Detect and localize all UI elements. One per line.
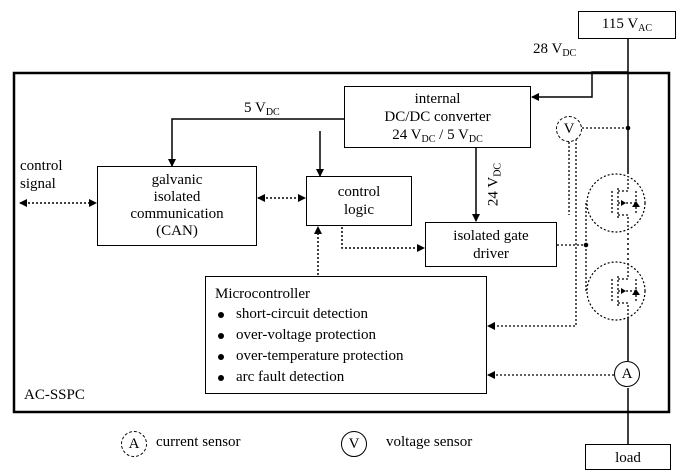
current-sensor-icon: A <box>614 361 640 387</box>
control-logic-box: control logic <box>306 176 412 226</box>
legend-voltage-text: voltage sensor <box>386 434 473 450</box>
feature-item: over-temperature protection <box>216 346 486 367</box>
sspc-enclosure <box>12 71 671 414</box>
feature-item: over-voltage protection <box>216 325 486 346</box>
load-box: load <box>585 444 671 470</box>
enclosure-label: AC-SSPC <box>24 387 85 403</box>
converter-line2: DC/DC converter <box>384 109 491 125</box>
control-signal-label: control signal <box>20 158 63 192</box>
five-volt-label: 5 VDC <box>244 100 280 118</box>
feature-item: short-circuit detection <box>216 304 486 325</box>
supply-label: 115 V <box>601 16 639 32</box>
dc-dc-converter: internal DC/DC converter 24 VDC / 5 VDC <box>344 86 531 148</box>
legend-current-icon: A <box>121 431 147 457</box>
gate-wire-lower <box>585 245 612 292</box>
supply-box: 115 VAC <box>578 11 676 39</box>
wire-5v-comm <box>168 118 345 167</box>
gate-driver-box: isolated gate driver <box>425 222 557 267</box>
microcontroller-box: Microcontroller short-circuit detection … <box>205 276 487 394</box>
logic-gate-wire <box>341 227 425 252</box>
load-label: load <box>615 450 641 466</box>
gate-supply-label: 24 VDC <box>485 162 504 207</box>
mosfet-upper-icon <box>586 173 646 233</box>
legend-current-text: current sensor <box>156 434 241 450</box>
input-voltage-label: 28 VDC <box>533 41 577 59</box>
converter-line3: 24 VDC / 5 VDC <box>392 127 483 145</box>
feature-list: short-circuit detection over-voltage pro… <box>206 304 486 388</box>
microcontroller-title: Microcontroller <box>215 286 310 302</box>
feature-item: arc fault detection <box>216 367 486 388</box>
voltage-to-mcu <box>487 135 577 330</box>
converter-line1: internal <box>414 91 461 107</box>
gate-wire-upper <box>585 202 612 245</box>
voltage-sensor-icon: V <box>556 116 582 142</box>
can-communication-box: galvanic isolated communication (CAN) <box>97 166 257 246</box>
mosfet-lower-icon <box>586 261 646 321</box>
input-28v-wire <box>531 71 628 101</box>
legend-voltage-icon: V <box>341 431 367 457</box>
